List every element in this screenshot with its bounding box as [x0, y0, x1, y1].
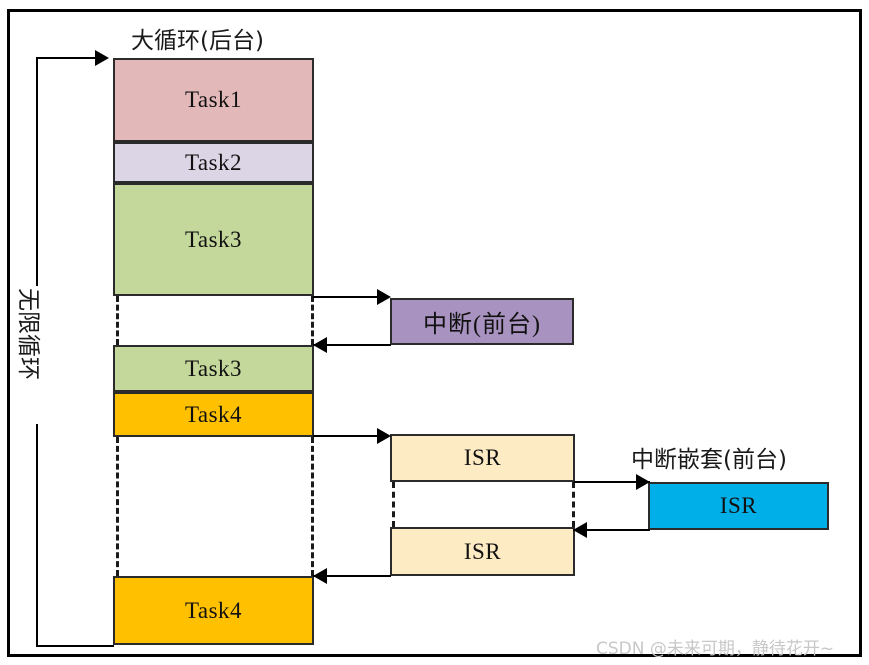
task4-second-block: Task4	[113, 576, 314, 645]
task2-block: Task2	[113, 142, 314, 183]
arrow-task3-to-interrupt-line	[313, 296, 389, 298]
main-gap1-left-dash	[116, 296, 119, 345]
arrow-task4-to-isr-line	[313, 435, 389, 437]
interrupt-foreground-block: 中断(前台)	[390, 298, 574, 345]
loop-spine-lower	[36, 424, 38, 646]
watermark-text: CSDN @未来可期，静待花开~	[596, 639, 835, 659]
loop-top-arrowhead	[95, 50, 109, 66]
arrow-interrupt-to-task3-head	[313, 337, 327, 353]
arrow-nested-to-isr-head	[573, 522, 587, 538]
task3-second-block: Task3	[113, 345, 314, 392]
nested-interrupt-label: 中断嵌套(前台)	[631, 447, 787, 473]
arrow-nested-to-isr-line	[573, 529, 650, 531]
arrow-isr-to-nested-head	[636, 474, 650, 490]
isr-nested-block: ISR	[648, 482, 829, 530]
arrow-task4-to-isr-head	[377, 428, 391, 444]
task4-first-block: Task4	[113, 392, 314, 437]
isr-second-block: ISR	[390, 527, 575, 576]
task1-block: Task1	[113, 58, 314, 142]
loop-spine-upper	[36, 57, 38, 286]
arrow-interrupt-to-task3-line	[313, 344, 391, 346]
main-gap2-left-dash	[116, 437, 119, 576]
loop-bottom-segment	[36, 645, 114, 647]
isr-first-block: ISR	[390, 434, 575, 482]
arrow-isr-to-task4-head	[313, 568, 327, 584]
task3-first-block: Task3	[113, 183, 314, 296]
isr-gap-left-dash	[392, 482, 395, 527]
background-loop-title: 大循环(后台)	[131, 28, 264, 54]
main-gap2-right-dash	[311, 437, 314, 576]
arrow-isr-to-task4-line	[313, 575, 391, 577]
loop-top-segment	[36, 57, 106, 59]
infinite-loop-label: 无限循环	[15, 288, 41, 380]
arrow-isr-to-nested-line	[574, 481, 650, 483]
arrow-task3-to-interrupt-head	[377, 289, 391, 305]
diagram-frame	[7, 9, 862, 657]
main-gap1-right-dash	[311, 296, 314, 345]
isr-gap-right-dash	[572, 482, 575, 527]
